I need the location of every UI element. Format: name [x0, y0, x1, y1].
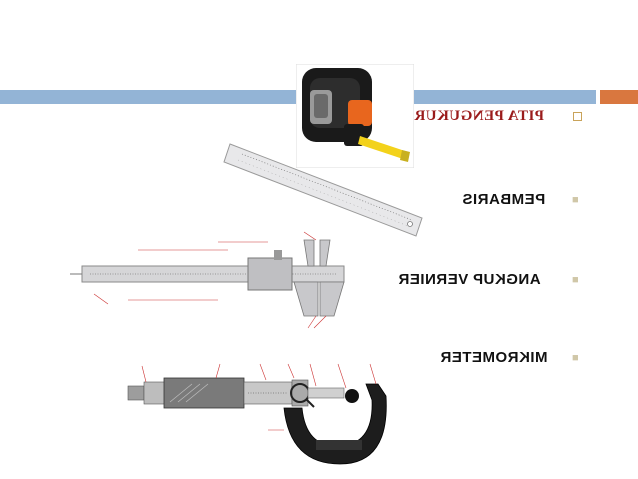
bullet-square-icon: ■	[572, 194, 579, 206]
item-pita-pengukur: PITA PENGUKUR	[414, 108, 544, 124]
vernier-caliper-image	[68, 228, 362, 344]
item-pembaris: PEMBARIS	[462, 191, 546, 208]
item-angkup-vernier: ANGKUP VERNIER	[398, 271, 541, 288]
bullet-square-icon	[573, 112, 582, 121]
bullet-square-icon: ■	[572, 274, 579, 286]
item-mikrometer: MIKROMETER	[440, 349, 548, 366]
header-accent	[600, 90, 638, 104]
bullet-square-icon: ■	[572, 352, 579, 364]
ruler-image	[222, 140, 426, 244]
micrometer-image	[120, 356, 396, 466]
